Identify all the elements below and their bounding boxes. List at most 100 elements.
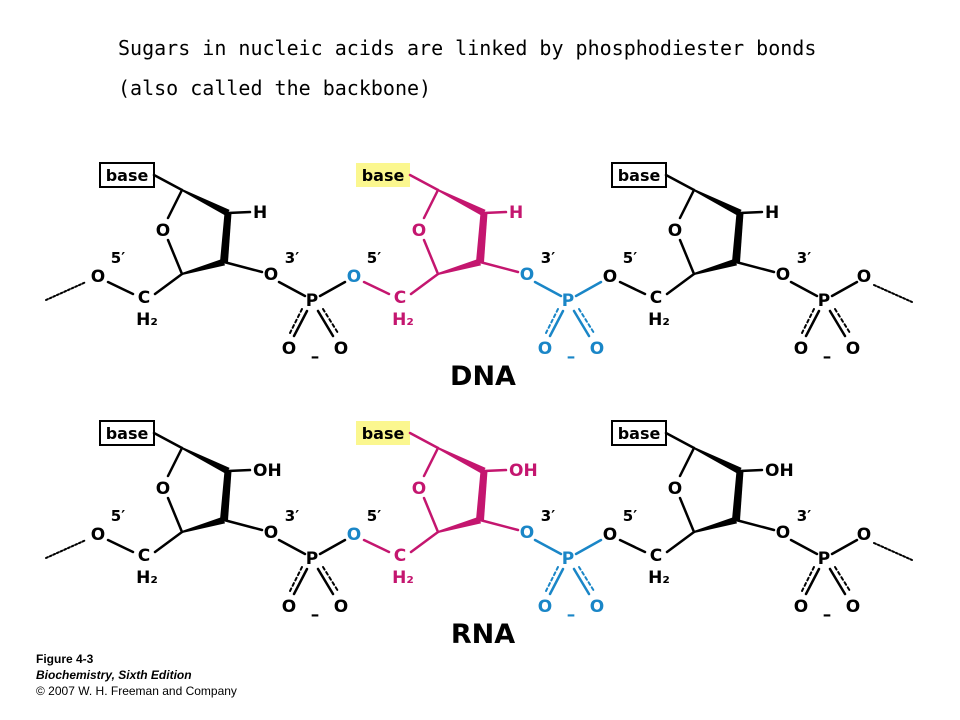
ring-wedge-bond [732,470,744,521]
base-bond [152,431,184,450]
five-prime-oxygen: O [603,267,617,287]
five-prime-oxygen: O [347,267,361,287]
o5-c5-bond [618,280,647,296]
p-o-bond [292,567,309,596]
p-o-partial-bond [289,566,303,592]
three-prime-label: 3′ [285,249,299,267]
base-box [356,421,410,445]
ring-bond [422,238,440,276]
five-prime-oxygen: O [91,267,105,287]
phosphate-oxygen: O [590,339,604,359]
phosphate-oxygen: O [282,339,296,359]
ring-oxygen: O [156,221,170,241]
ring-wedge-bond [437,516,481,533]
phosphate-oxygen: O [334,339,348,359]
ring-wedge-bond [732,212,744,263]
p-o-partial-bond [834,308,851,334]
base-bond [152,173,184,192]
negative-charge: – [567,347,576,367]
chain-continuation-left [45,281,87,301]
ring-oxygen: O [156,479,170,499]
ring-oxygen: O [412,479,426,499]
o3-p-bond [533,538,563,556]
o3-p-bond [789,280,819,298]
section-label-dna: DNA [450,361,516,392]
base-label: base [618,424,661,443]
ring-wedge-bond [476,470,488,521]
negative-charge: – [823,347,832,367]
substituent-bond [226,210,252,215]
terminal-oxygen: O [857,525,871,545]
base-box [611,420,667,446]
caption-line-1: Sugars in nucleic acids are linked by ph… [118,36,817,60]
substituent-bond [482,468,508,473]
p-o-bond [572,567,591,596]
negative-charge: – [311,605,320,625]
ring-wedge-bond [693,189,742,217]
phosphorus: P [818,291,830,311]
negative-charge: – [823,605,832,625]
ring-wedge-bond [181,516,225,533]
phosphorus: P [562,291,574,311]
figure-number: Figure 4-3 [36,652,94,666]
p-o-partial-bond [801,566,815,592]
five-prime-oxygen: O [603,525,617,545]
chain-continuation-left [45,539,87,559]
c5-carbon: C [138,288,150,308]
p-o-partial-bond [578,308,595,334]
figure-book: Biochemistry, Sixth Edition [36,668,192,682]
five-prime-label: 5′ [111,249,125,267]
ring-wedge-bond [220,470,232,521]
ring-wedge-bond [181,189,230,217]
c3-o3-bond [478,518,520,532]
p-o-bond [548,309,565,338]
c4-c5-bond [665,530,696,554]
p-o-partial-bond [801,308,815,334]
p-o5-bond [574,538,603,556]
p-o5-bond [830,538,859,556]
substituent-bond [738,210,764,215]
ring-wedge-bond [181,447,230,475]
c5-h2: H₂ [392,568,414,588]
c5-h2: H₂ [136,310,158,330]
p-o-partial-bond [289,308,303,334]
c5-h2: H₂ [648,568,670,588]
three-prime-label: 3′ [541,507,555,525]
o5-c5-bond [618,538,647,554]
base-label: base [362,424,405,443]
base-label: base [106,424,149,443]
p-o-bond [548,567,565,596]
c3-o3-bond [734,518,776,532]
p-o-partial-bond [545,308,559,334]
three-prime-oxygen: O [776,265,790,285]
o5-c5-bond [362,538,391,554]
c4-c5-bond [409,272,440,296]
base-bond [664,431,696,450]
ring-wedge-bond [220,212,232,263]
ring-wedge-bond [437,258,481,275]
three-prime-oxygen: O [520,523,534,543]
phosphate-oxygen: O [590,597,604,617]
substituent-label: OH [765,461,794,481]
ring-bond [678,238,696,276]
five-prime-label: 5′ [367,507,381,525]
phosphorus: P [818,549,830,569]
phosphate-oxygen: O [794,339,808,359]
c4-c5-bond [153,530,184,554]
p-o-bond [828,567,847,596]
phosphate-oxygen: O [334,597,348,617]
base-label: base [362,166,405,185]
p-o-partial-bond [545,566,559,592]
chain-continuation-right [873,542,913,561]
c5-carbon: C [394,288,406,308]
o3-p-bond [789,538,819,556]
five-prime-label: 5′ [111,507,125,525]
p-o-bond [292,309,309,338]
c4-c5-bond [665,272,696,296]
c4-c5-bond [153,272,184,296]
ring-bond [166,446,184,478]
three-prime-oxygen: O [520,265,534,285]
p-o-bond [804,567,821,596]
